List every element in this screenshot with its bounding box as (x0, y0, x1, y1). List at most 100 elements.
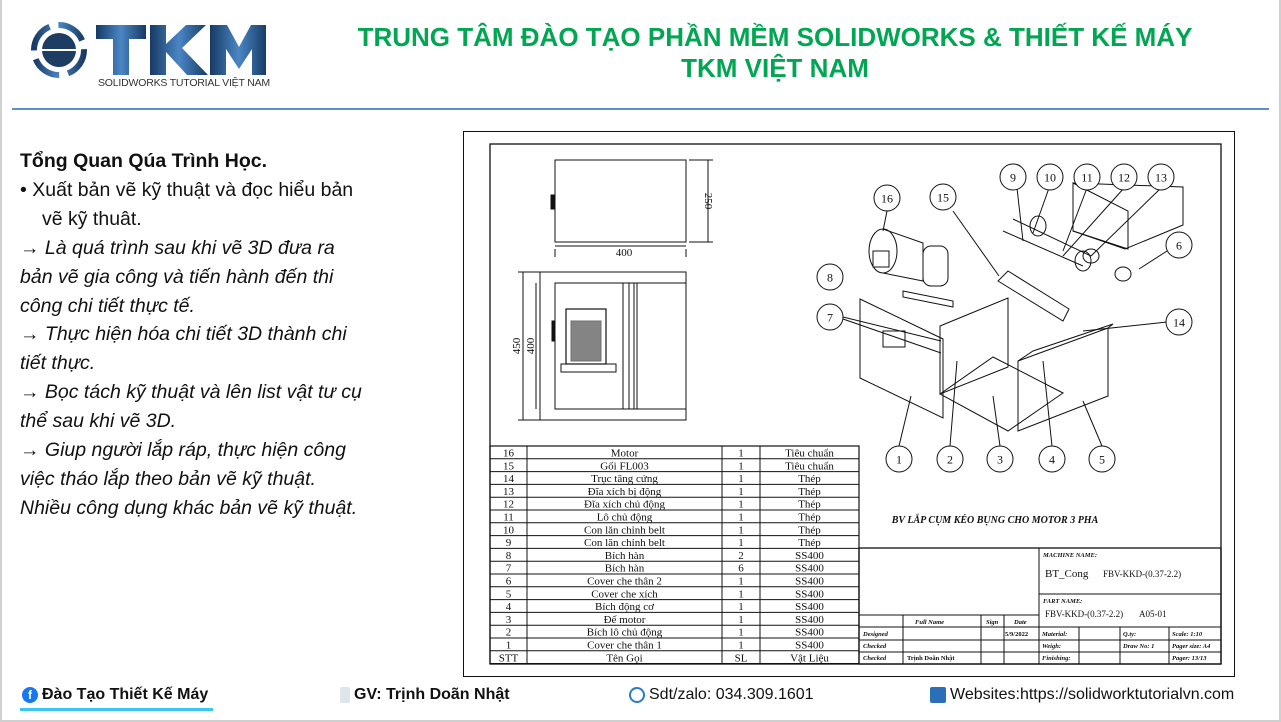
bom-cell: 10 (503, 524, 515, 536)
overview-text: → Giup người lắp ráp, thực hiện công (20, 439, 346, 462)
balloon-10: 10 (1036, 163, 1064, 191)
balloon-6: 6 (1165, 231, 1193, 259)
bom-cell: SL (735, 652, 748, 664)
title-block: MACHINE NAME: BT_Cong FBV-KKD-(0.37-2.2)… (858, 547, 1222, 665)
bom-cell: 14 (503, 473, 515, 485)
overview-text: việc tháo lắp theo bản vẽ kỹ thuật. (20, 467, 316, 490)
balloon-circle (1073, 163, 1101, 191)
course-overview: Tổng Quan Qúa Trình Học. • Xuất bản vẽ k… (20, 147, 460, 523)
overview-line: bản vẽ gia công và tiến hành đến thi (20, 263, 460, 292)
balloon-15: 15 (929, 183, 957, 211)
bom-cell: 1 (738, 627, 744, 639)
bom-cell: SS400 (795, 627, 824, 639)
balloon-number: 6 (1176, 239, 1182, 253)
balloon-circle (1038, 445, 1066, 473)
balloon-number: 7 (827, 311, 833, 325)
footer-facebook-link[interactable]: f Đào Tạo Thiết Kế Máy (22, 686, 208, 704)
top-view: 400 250 (550, 159, 714, 259)
footer-website-link[interactable]: Websites:https://solidworktutorialvn.com (930, 686, 1234, 704)
overview-line: → Là quá trình sau khi vẽ 3D đưa ra (20, 234, 460, 263)
bom-cell: Tên Gọi (606, 652, 642, 664)
balloon-circle (1165, 308, 1193, 336)
bom-cell: 7 (506, 563, 512, 575)
part-name-a: FBV-KKD-(0.37-2.2) (1045, 609, 1123, 619)
footer-phone: Sdt/zalo: 034.309.1601 (629, 686, 814, 704)
dim-top-width: 400 (616, 247, 633, 259)
machine-name-label: MACHINE NAME: (1042, 552, 1097, 559)
row-designed: Designed (862, 631, 889, 638)
bom-cell: 13 (503, 486, 515, 498)
bom-cell: SS400 (795, 640, 824, 652)
bom-cell: Bích hàn (605, 550, 645, 562)
technical-drawing: 400 250 450 400 (463, 131, 1235, 677)
balloon-circle (816, 303, 844, 331)
drawing-title: BV LẮP CỤM KÉO BỤNG CHO MOTOR 3 PHA (891, 513, 1099, 526)
balloon-circle (929, 183, 957, 211)
bom-cell: Thép (798, 537, 821, 549)
bom-cell: 2 (738, 550, 744, 562)
balloon-9: 9 (999, 163, 1027, 191)
balloon-14: 14 (1165, 308, 1193, 336)
balloon-7: 7 (816, 303, 844, 331)
bom-cell: Thép (798, 486, 821, 498)
bom-cell: Đế motor (604, 614, 646, 626)
dim-top-height: 250 (702, 193, 714, 210)
balloon-circle (816, 263, 844, 291)
bom-cell: 1 (506, 640, 512, 652)
balloon-5: 5 (1088, 445, 1116, 473)
title-line-1: TRUNG TÂM ĐÀO TẠO PHẦN MỀM SOLIDWORKS & … (357, 22, 1193, 52)
bom-cell: 11 (503, 512, 514, 524)
bom-cell: Bích lô chủ động (587, 627, 663, 639)
facebook-icon: f (22, 687, 38, 703)
row-checked: Checked (863, 643, 887, 650)
bom-cell: 5 (506, 588, 512, 600)
col-full-name: Full Name (915, 619, 944, 626)
overview-text: tiết thực. (20, 352, 96, 375)
bom-cell: Motor (611, 448, 639, 460)
bom-cell: Bích hàn (605, 563, 645, 575)
weigh-label: Weigh: (1042, 643, 1061, 650)
machine-name-b: FBV-KKD-(0.37-2.2) (1103, 569, 1181, 579)
part-name-label: FART NAME: (1043, 598, 1082, 605)
col-date: Date (1013, 619, 1027, 626)
bom-cell: STT (499, 652, 519, 664)
balloon-number: 3 (997, 453, 1003, 467)
bom-cell: 1 (738, 499, 744, 511)
checker-name: Trịnh Doãn Nhật (907, 655, 955, 662)
bom-cell: 1 (738, 524, 744, 536)
balloon-circle (1110, 163, 1138, 191)
overview-text: → Bọc tách kỹ thuật và lên list vật tư c… (20, 381, 362, 404)
bom-cell: SS400 (795, 576, 824, 588)
balloon-1: 1 (885, 445, 913, 473)
title-line-2: TKM VIỆT NAM (681, 53, 869, 83)
balloon-4: 4 (1038, 445, 1066, 473)
page-title: TRUNG TÂM ĐÀO TẠO PHẦN MỀM SOLIDWORKS & … (302, 22, 1248, 84)
balloon-circle (1088, 445, 1116, 473)
bom-cell: Cover che thân 2 (587, 576, 662, 588)
facebook-underline (20, 708, 213, 711)
bom-cell: SS400 (795, 588, 824, 600)
balloon-circle (999, 163, 1027, 191)
overview-text: → Là quá trình sau khi vẽ 3D đưa ra (20, 236, 335, 259)
overview-line: thể sau khi vẽ 3D. (20, 407, 460, 436)
bom-cell: 8 (506, 550, 512, 562)
bom-cell: 9 (506, 537, 512, 549)
balloon-number: 12 (1118, 171, 1130, 185)
bom-cell: 1 (738, 512, 744, 524)
bom-cell: Thép (798, 524, 821, 536)
isometric-assembly (859, 182, 1184, 432)
bom-cell: Cover che thân 1 (587, 640, 662, 652)
row-checked-2: Checked (863, 655, 887, 662)
overview-line: vẽ kỹ thuât. (42, 207, 142, 230)
balloon-2: 2 (936, 445, 964, 473)
overview-line: tiết thực. (20, 349, 460, 378)
balloon-number: 13 (1155, 171, 1167, 185)
